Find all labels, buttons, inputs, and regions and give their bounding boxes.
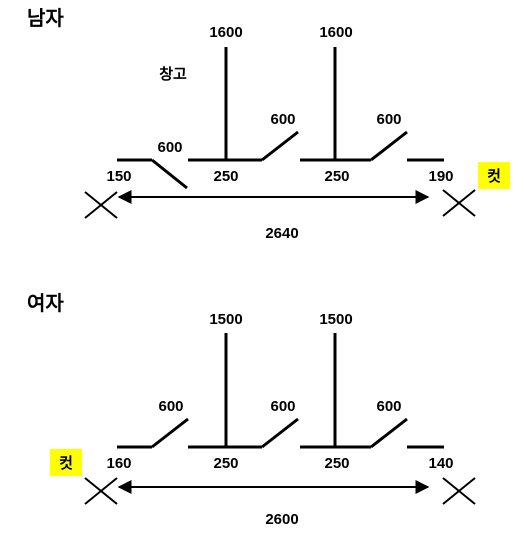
male-title: 남자 [27, 7, 64, 30]
male-door-width-2: 600 [270, 111, 295, 128]
male-door-3 [370, 130, 408, 162]
female-section: 여자 1500 1500 600 600 600 160 [27, 292, 476, 528]
female-height-1: 1500 [209, 311, 242, 328]
female-door-width-1: 600 [158, 398, 183, 415]
female-title: 여자 [27, 292, 64, 315]
female-right-cross-mark [442, 477, 476, 505]
male-left-cross-mark [84, 191, 118, 219]
male-segment-3: 250 [324, 168, 349, 185]
female-door-1 [151, 417, 189, 449]
female-cut-highlight [50, 449, 82, 476]
male-cut-label: 컷 [487, 167, 501, 185]
male-height-2: 1600 [319, 24, 352, 41]
female-door-2 [261, 417, 299, 449]
male-section: 남자 1600 1600 창고 600 [27, 7, 510, 242]
female-door-width-2: 600 [270, 398, 295, 415]
male-segment-4: 190 [428, 168, 453, 185]
male-door-width-1: 600 [157, 139, 182, 156]
female-segment-4: 140 [428, 455, 453, 472]
male-door-width-3: 600 [376, 111, 401, 128]
female-segment-3: 250 [324, 455, 349, 472]
male-door-1 [151, 158, 188, 190]
female-door-3 [370, 417, 408, 449]
female-cut-label: 컷 [59, 454, 73, 472]
female-segment-1: 160 [106, 455, 131, 472]
male-cut-highlight [478, 162, 510, 189]
female-left-wall-hatch [85, 333, 117, 469]
male-segment-2: 250 [213, 168, 238, 185]
male-height-1: 1600 [209, 24, 242, 41]
female-right-wall-hatch [443, 333, 475, 469]
female-segment-2: 250 [213, 455, 238, 472]
male-left-wall-hatch [85, 47, 117, 183]
male-total-width: 2640 [265, 225, 298, 242]
male-door-2 [261, 130, 299, 162]
female-left-cross-mark [84, 477, 118, 505]
male-segment-1: 150 [106, 168, 131, 185]
male-right-cross-mark [442, 189, 476, 217]
female-height-2: 1500 [319, 311, 352, 328]
female-total-width: 2600 [265, 511, 298, 528]
male-storage-label: 창고 [159, 66, 187, 83]
male-right-wall-hatch [443, 47, 475, 183]
female-door-width-3: 600 [376, 398, 401, 415]
